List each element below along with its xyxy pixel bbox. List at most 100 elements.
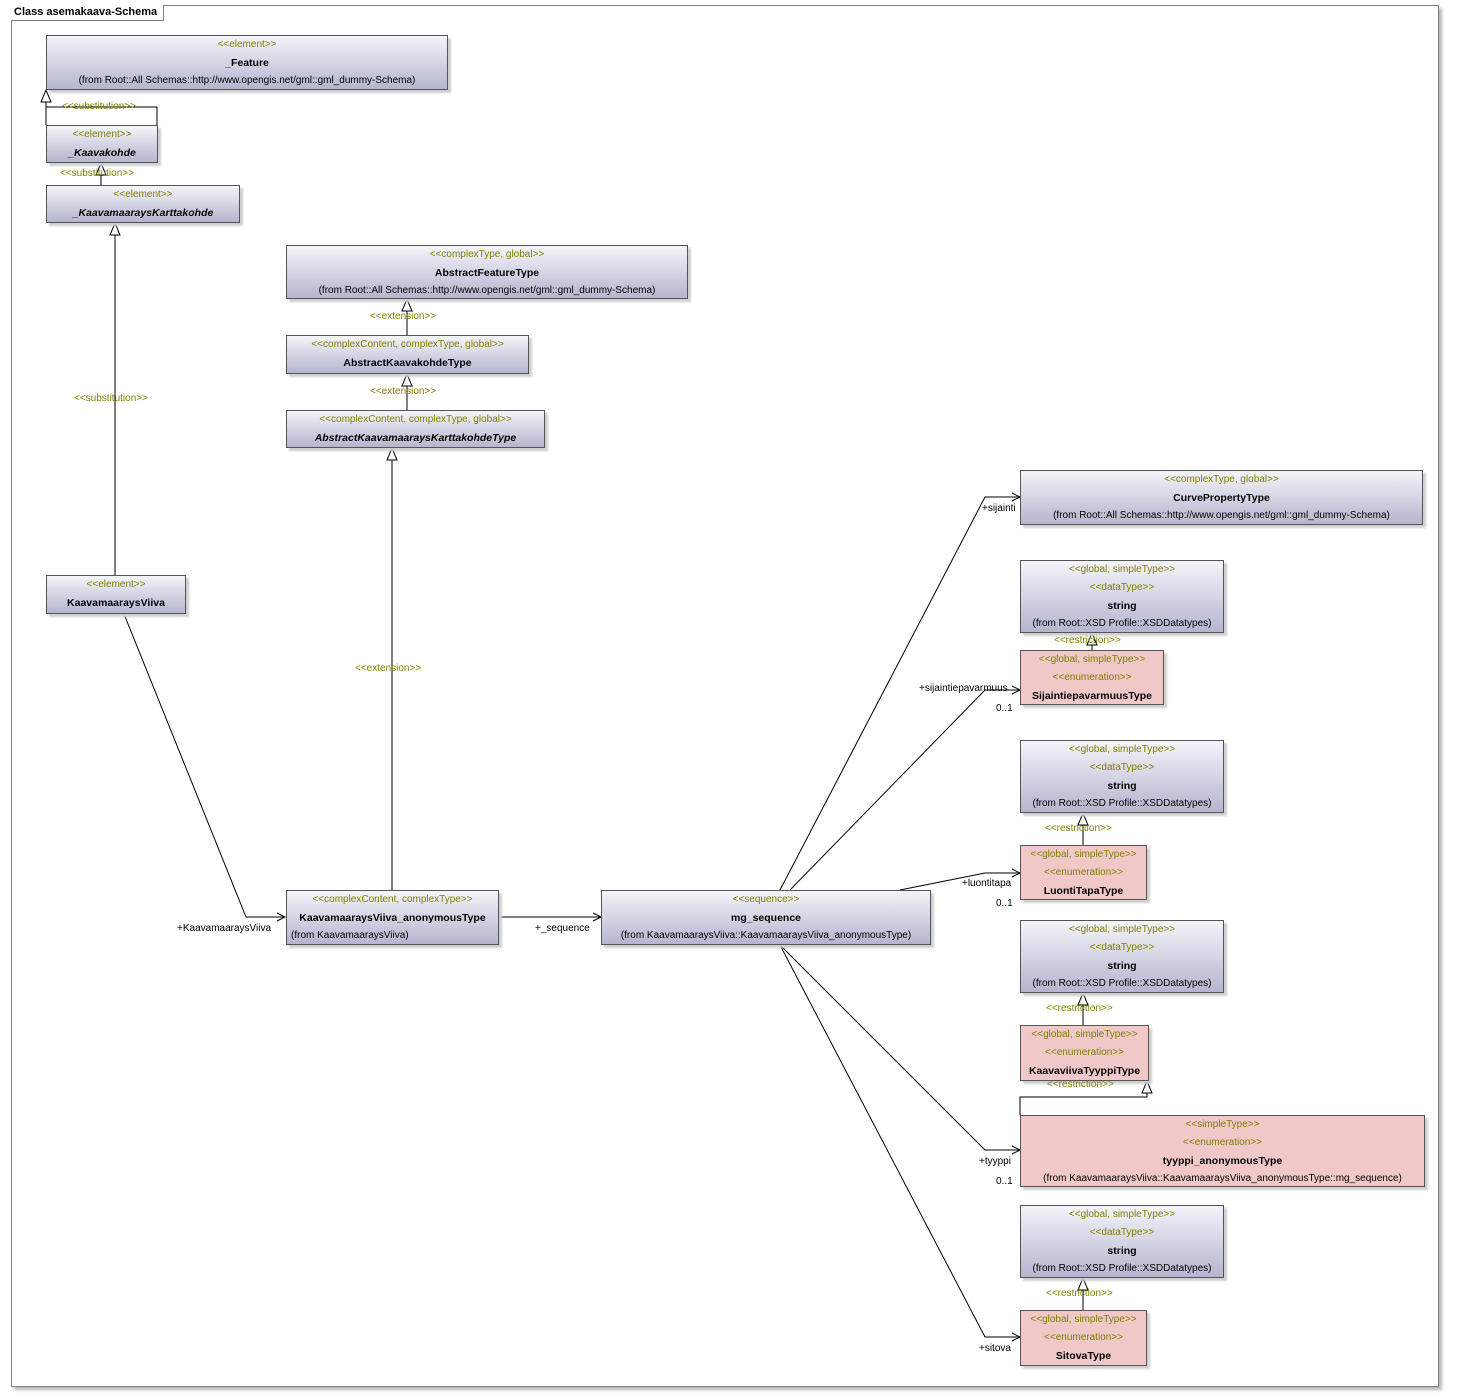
class-name: SijaintiepavarmuusType — [1031, 690, 1152, 702]
role-label-sequence: +_sequence — [535, 923, 590, 934]
class-name: mg_sequence — [730, 912, 802, 924]
class-name: CurvePropertyType — [1173, 492, 1270, 504]
stereotype-label: <<complexType, global>> — [429, 249, 545, 260]
stereotype-label: <<complexType, global>> — [1164, 474, 1279, 485]
class-name: string — [1107, 1245, 1137, 1257]
class-origin: (from KaavamaaraysViiva::KaavamaaraysVii… — [620, 930, 912, 941]
class-name: _Kaavakohde — [68, 147, 136, 159]
class-origin: (from KaavamaaraysViiva) — [291, 930, 409, 941]
stereotype-label: <<complexContent, complexType>> — [312, 894, 473, 905]
multiplicity-tyyppi: 0..1 — [996, 1176, 1013, 1187]
class-feature[interactable]: <<element>> _Feature (from Root::All Sch… — [46, 35, 448, 90]
class-name: KaavaviivaTyyppiType — [1028, 1065, 1141, 1077]
stereotype-label: <<complexContent, complexType, global>> — [319, 414, 512, 425]
stereotype-label: <<complexContent, complexType, global>> — [311, 339, 504, 350]
class-origin: (from KaavamaaraysViiva::KaavamaaraysVii… — [1043, 1173, 1402, 1184]
restriction-label: <<restriction>> — [1047, 1079, 1114, 1090]
class-sitova-type[interactable]: <<global, simpleType>> <<enumeration>> S… — [1020, 1310, 1147, 1366]
class-luontitapa-type[interactable]: <<global, simpleType>> <<enumeration>> L… — [1020, 845, 1147, 900]
class-tyyppi-anonymous-type[interactable]: <<simpleType>> <<enumeration>> tyyppi_an… — [1020, 1115, 1425, 1187]
class-name: SitovaType — [1055, 1350, 1112, 1362]
stereotype-label: <<simpleType>> — [1185, 1119, 1260, 1130]
arrowhead-karttakohde — [109, 221, 121, 236]
class-origin: (from Root::All Schemas::http://www.open… — [78, 75, 416, 86]
stereotype-label: <<global, simpleType>> — [1068, 924, 1176, 935]
role-label-sijaintiepavarmuus: +sijaintiepavarmuus — [919, 683, 1008, 694]
stereotype-label: <<enumeration>> — [1044, 1332, 1123, 1343]
class-mg-sequence[interactable]: <<sequence>> mg_sequence (from Kaavamaar… — [601, 890, 931, 945]
stereotype-label: <<dataType>> — [1089, 582, 1155, 593]
extension-label: <<extension>> — [370, 311, 437, 322]
class-string-1[interactable]: <<global, simpleType>> <<dataType>> stri… — [1020, 560, 1224, 633]
arrowhead-string1 — [1086, 631, 1098, 646]
stereotype-label: <<global, simpleType>> — [1068, 1209, 1176, 1220]
stereotype-label: <<global, simpleType>> — [1031, 1029, 1138, 1040]
diagram-frame-title: Class asemakaava-Schema — [11, 5, 165, 21]
class-sijaintiepavarmuus-type[interactable]: <<global, simpleType>> <<enumeration>> S… — [1020, 650, 1164, 705]
class-name: AbstractKaavamaaraysKarttakohdeType — [314, 432, 517, 444]
class-kaavamaarays-viiva[interactable]: <<element>> KaavamaaraysViiva — [46, 575, 186, 614]
arrowhead-abstractfeature — [401, 297, 413, 312]
class-origin: (from Root::XSD Profile::XSDDatatypes) — [1032, 618, 1212, 629]
substitution-label: <<substitution>> — [74, 393, 148, 404]
arrowhead-feature — [40, 88, 52, 103]
class-curve-property-type[interactable]: <<complexType, global>> CurvePropertyTyp… — [1020, 470, 1423, 525]
class-string-3[interactable]: <<global, simpleType>> <<dataType>> stri… — [1020, 920, 1224, 993]
class-name: KaavamaaraysViiva_anonymousType — [299, 912, 486, 924]
stereotype-label: <<global, simpleType>> — [1030, 1314, 1137, 1325]
restriction-label: <<restriction>> — [1046, 1288, 1113, 1299]
stereotype-label: <<enumeration>> — [1052, 672, 1132, 683]
multiplicity-luontitapa: 0..1 — [996, 898, 1013, 909]
class-origin: (from Root::XSD Profile::XSDDatatypes) — [1032, 798, 1212, 809]
edge-substitution-kaavakohde-feature — [45, 90, 158, 125]
role-label-kaavamaaraysviiva: +KaavamaaraysViiva — [177, 923, 272, 934]
class-name: tyyppi_anonymousType — [1162, 1155, 1283, 1167]
arrowhead-kaavakohde — [95, 161, 107, 176]
class-abstract-kaavamaarays-karttakohde-type[interactable]: <<complexContent, complexType, global>> … — [286, 410, 545, 448]
class-kaavamaarays-karttakohde[interactable]: <<element>> _KaavamaaraysKarttakohde — [46, 185, 240, 223]
class-name: LuontiTapaType — [1043, 885, 1124, 897]
class-origin: (from Root::All Schemas::http://www.open… — [318, 285, 656, 296]
stereotype-label: <<global, simpleType>> — [1030, 849, 1137, 860]
edge-assoc-tyyppi — [779, 944, 1020, 1151]
restriction-label: <<restriction>> — [1046, 1003, 1113, 1014]
stereotype-label: <<global, simpleType>> — [1068, 564, 1176, 575]
arrowhead-abstractkaavakohde — [401, 372, 413, 387]
stereotype-label: <<enumeration>> — [1044, 867, 1123, 878]
class-kaavaviiva-tyyppi-type[interactable]: <<global, simpleType>> <<enumeration>> K… — [1020, 1025, 1149, 1081]
class-origin: (from Root::XSD Profile::XSDDatatypes) — [1032, 978, 1212, 989]
class-string-4[interactable]: <<global, simpleType>> <<dataType>> stri… — [1020, 1205, 1224, 1278]
class-kaavamaarays-viiva-anonymous-type[interactable]: <<complexContent, complexType>> Kaavamaa… — [286, 890, 499, 945]
restriction-label: <<restriction>> — [1045, 823, 1112, 834]
class-name: _Feature — [225, 57, 269, 69]
class-abstract-kaavakohde-type[interactable]: <<complexContent, complexType, global>> … — [286, 335, 529, 374]
role-label-sitova: +sitova — [979, 1343, 1011, 1354]
multiplicity-sijaintiepavarmuus: 0..1 — [996, 703, 1013, 714]
class-origin: (from Root::XSD Profile::XSDDatatypes) — [1032, 1263, 1212, 1274]
edge-assoc-luontitapa — [899, 872, 1020, 891]
class-string-2[interactable]: <<global, simpleType>> <<dataType>> stri… — [1020, 740, 1224, 813]
edge-assoc-sitova — [779, 944, 1020, 1338]
class-abstract-feature-type[interactable]: <<complexType, global>> AbstractFeatureT… — [286, 245, 688, 299]
stereotype-label: <<element>> — [217, 39, 277, 50]
stereotype-label: <<element>> — [72, 129, 132, 140]
stereotype-label: <<element>> — [113, 189, 173, 200]
class-kaavakohde[interactable]: <<element>> _Kaavakohde — [46, 125, 158, 163]
arrowhead-string2 — [1077, 811, 1089, 826]
stereotype-label: <<global, simpleType>> — [1038, 654, 1146, 665]
role-label-sijainti: +sijainti — [982, 503, 1016, 514]
extension-label: <<extension>> — [355, 663, 422, 674]
role-label-tyyppi: +tyyppi — [979, 1156, 1011, 1167]
substitution-label: <<substitution>> — [60, 168, 134, 179]
class-name: AbstractKaavakohdeType — [343, 357, 472, 369]
class-name: string — [1107, 780, 1137, 792]
stereotype-label: <<element>> — [86, 579, 146, 590]
class-origin: (from Root::All Schemas::http://www.open… — [1053, 510, 1390, 521]
arrowhead-abstractkarttakohde — [386, 446, 398, 461]
stereotype-label: <<enumeration>> — [1045, 1047, 1124, 1058]
class-name: string — [1107, 600, 1137, 612]
substitution-label: <<substitution>> — [62, 101, 136, 112]
stereotype-label: <<dataType>> — [1089, 942, 1155, 953]
extension-label: <<extension>> — [370, 386, 437, 397]
